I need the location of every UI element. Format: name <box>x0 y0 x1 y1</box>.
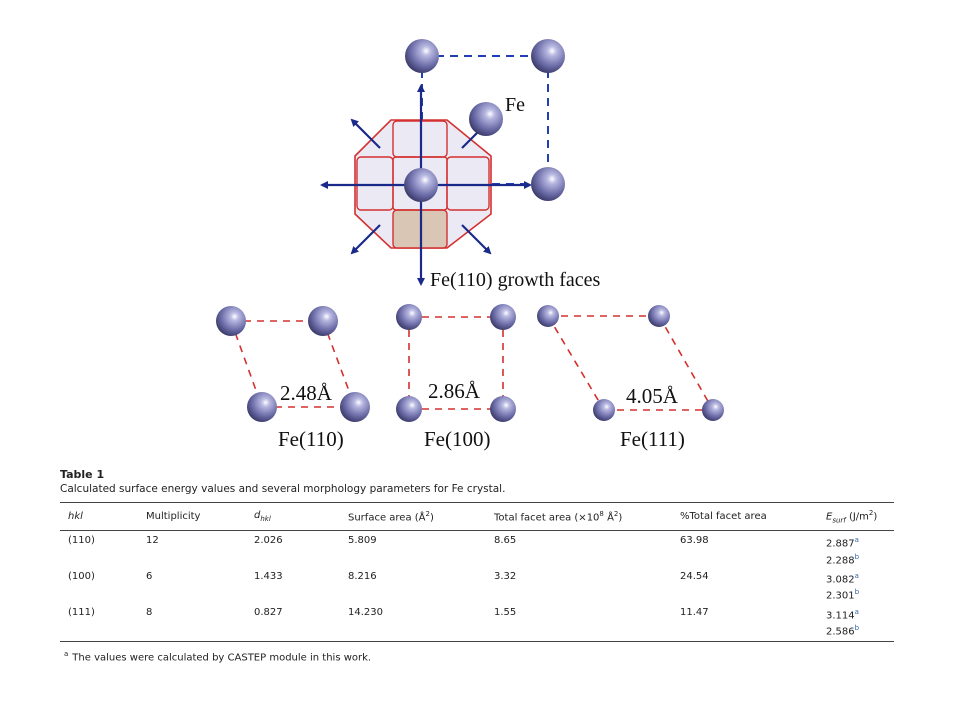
footnote-text: The values were calculated by CASTEP mod… <box>72 652 372 664</box>
fe-atom <box>216 306 246 336</box>
fe-atom <box>531 167 565 201</box>
col-header-facet-area: Total facet area (×108 Å2) <box>486 501 672 532</box>
fe-atom <box>247 392 277 422</box>
col-header-pct-facet: %Total facet area <box>672 501 818 532</box>
cell-pct: 63.98 <box>680 535 709 547</box>
fe-atom <box>537 305 559 327</box>
cell-multiplicity: 12 <box>146 535 159 547</box>
fe-atom-labeled <box>469 102 503 136</box>
col-header-dhkl: dhkl <box>246 501 340 532</box>
lattice-name: Fe(110) <box>278 427 344 451</box>
lattice-distance: 2.86Å <box>428 379 481 403</box>
cell-surface-area: 5.809 <box>348 535 377 547</box>
col-header-hkl: hkl <box>60 501 138 532</box>
fe-atom <box>490 396 516 422</box>
cell-pct: 11.47 <box>672 602 818 643</box>
cell-facet-area: 3.32 <box>494 570 517 582</box>
lattice-fe111: 4.05Å Fe(111) <box>537 305 724 451</box>
table-block: Table 1 Calculated surface energy values… <box>60 468 896 664</box>
fe-atom <box>340 392 370 422</box>
cell-dhkl: 1.433 <box>254 570 283 582</box>
fe-atom <box>702 399 724 421</box>
fe-atom <box>490 304 516 330</box>
cell-hkl: (110) <box>68 535 95 547</box>
fe-atom-label: Fe <box>505 94 525 116</box>
cell-multiplicity: 8 <box>138 602 246 643</box>
lattice-name: Fe(111) <box>620 427 685 451</box>
col-header-multiplicity: Multiplicity <box>138 501 246 532</box>
growth-arrow-up-left <box>350 118 381 149</box>
table-title: Table 1 <box>60 468 105 481</box>
growth-faces-label: Fe(110) growth faces <box>430 269 601 291</box>
cell-facet-area: 1.55 <box>486 602 672 643</box>
fe-atom <box>648 305 670 327</box>
lattice-distance: 2.48Å <box>280 381 333 405</box>
surface-energy-table: hkl Multiplicity dhkl Surface area (Å2) … <box>60 501 894 643</box>
fe-atom <box>531 39 565 73</box>
cell-hkl: (111) <box>60 602 138 643</box>
fe-atom-center <box>404 168 438 202</box>
footnote-mark: a <box>64 650 69 659</box>
col-header-esurf: Esurf (J/m2) <box>818 501 894 532</box>
fe-atom <box>396 304 422 330</box>
fe-atom <box>308 306 338 336</box>
table-caption: Calculated surface energy values and sev… <box>60 483 506 495</box>
lattice-fe100: 2.86Å Fe(100) <box>396 304 516 451</box>
cell-dhkl: 0.827 <box>246 602 340 643</box>
lattice-distance: 4.05Å <box>626 384 679 408</box>
fe-atom <box>396 396 422 422</box>
cell-pct: 24.54 <box>680 570 709 582</box>
lattice-name: Fe(100) <box>424 427 491 451</box>
lattice-fe110: 2.48Å Fe(110) <box>216 306 370 451</box>
cell-dhkl: 2.026 <box>254 535 283 547</box>
cell-hkl: (100) <box>68 570 95 582</box>
fe-atom <box>593 399 615 421</box>
growth-arrow-down-right <box>461 224 492 255</box>
cell-surface-area: 14.230 <box>340 602 486 643</box>
cell-surface-area: 8.216 <box>348 570 377 582</box>
growth-arrow-down-left <box>350 224 381 255</box>
top-atoms <box>404 39 565 202</box>
table-header-row: hkl Multiplicity dhkl Surface area (Å2) … <box>60 501 894 532</box>
fe-crystal-figure: Fe Fe(110) growth faces 2.48Å Fe(110) 2.… <box>216 39 724 451</box>
cell-facet-area: 8.65 <box>494 535 517 547</box>
fe-atom <box>405 39 439 73</box>
cell-multiplicity: 6 <box>146 570 153 582</box>
col-header-surface-area: Surface area (Å2) <box>340 501 486 532</box>
